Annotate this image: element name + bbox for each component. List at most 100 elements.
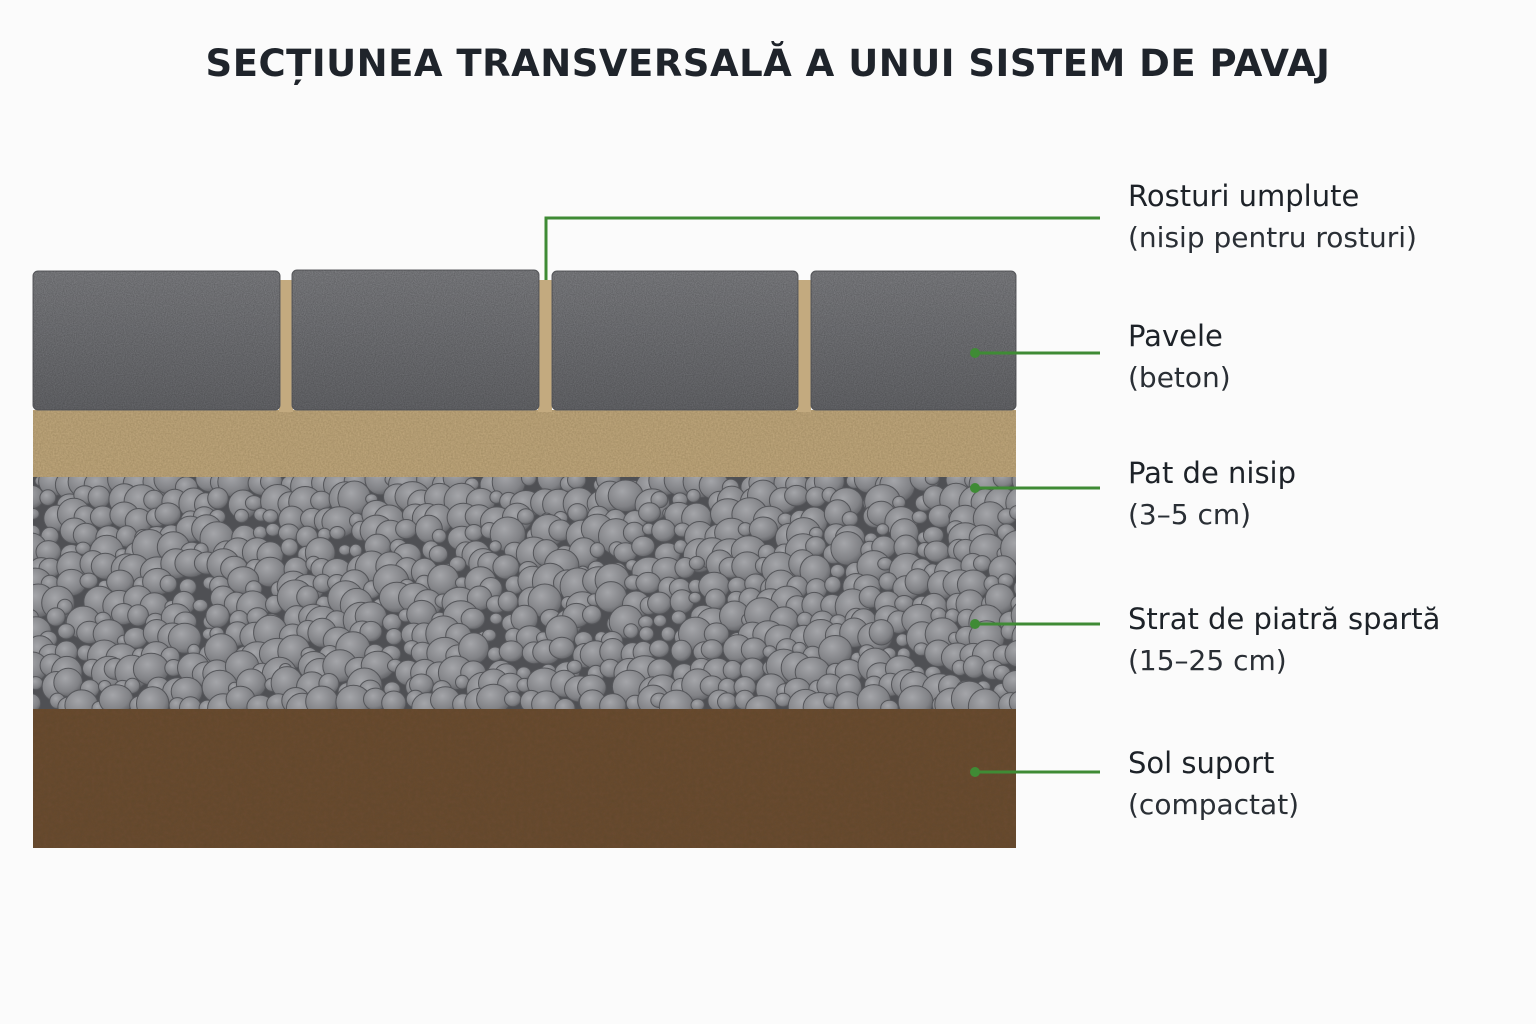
gravel-stone xyxy=(688,591,702,604)
label-pavers-title: Pavele xyxy=(1128,319,1223,353)
label-joints-detail: (nisip pentru rosturi) xyxy=(1128,221,1417,254)
gravel-stone xyxy=(33,676,44,691)
gravel-stone xyxy=(638,502,661,523)
gravel-stone xyxy=(381,690,407,709)
gravel-stone xyxy=(670,639,693,662)
gravel-layer xyxy=(33,475,1039,709)
gravel-stone xyxy=(488,540,502,553)
label-gravel-detail: (15–25 cm) xyxy=(1128,644,1287,677)
gravel-stone xyxy=(1011,475,1016,492)
gravel-stone xyxy=(554,698,576,709)
gravel-stone xyxy=(649,639,670,659)
gravel-stone xyxy=(651,518,676,543)
gravel-stone xyxy=(338,544,352,556)
gravel-stone xyxy=(631,535,656,558)
gravel-stone xyxy=(154,502,182,526)
gravel-stone xyxy=(1009,505,1016,521)
gravel-stone xyxy=(748,516,779,542)
gravel-stone xyxy=(498,640,524,663)
gravel-stone xyxy=(880,699,899,709)
gravel-stone xyxy=(1004,640,1016,668)
joint-sand xyxy=(279,280,811,412)
gravel-stone xyxy=(690,698,705,709)
gravel-stone xyxy=(700,639,724,660)
gravel-stone xyxy=(599,693,627,709)
gravel-stone xyxy=(1013,580,1016,596)
label-gravel: Strat de piatră spartă (15–25 cm) xyxy=(1128,599,1440,681)
gravel-stone xyxy=(567,503,588,523)
gravel-stone xyxy=(431,528,447,544)
leader-dot-sand-bed xyxy=(970,483,980,493)
page-title: SECȚIUNEA TRANSVERSALĂ A UNUI SISTEM DE … xyxy=(205,42,1331,85)
gravel-stone xyxy=(623,623,639,639)
label-pavers: Pavele (beton) xyxy=(1128,316,1231,398)
gravel-stone xyxy=(1002,670,1016,696)
gravel-stone xyxy=(670,610,687,625)
gravel-stone xyxy=(79,572,99,590)
gravel-stone xyxy=(205,603,230,629)
gravel-stone xyxy=(207,487,229,510)
leader-lines xyxy=(544,216,1100,777)
gravel-stone xyxy=(722,660,743,681)
gravel-stone xyxy=(489,612,503,625)
gravel-stone xyxy=(911,510,928,524)
gravel-stone xyxy=(548,636,576,660)
gravel-stone xyxy=(280,538,299,557)
gravel-stone xyxy=(192,598,209,613)
gravel-stone xyxy=(635,571,662,594)
gravel-stone xyxy=(660,626,676,642)
gravel-stone xyxy=(647,591,672,615)
gravel-stone xyxy=(87,485,111,510)
label-sand-bed-title: Pat de nisip xyxy=(1128,456,1297,490)
gravel-stone xyxy=(638,626,655,642)
gravel-stone xyxy=(1011,625,1016,649)
gravel-stone xyxy=(841,511,859,527)
soil-layer xyxy=(33,706,1016,848)
gravel-stone xyxy=(904,568,931,596)
gravel-stone xyxy=(395,519,418,540)
gravel-stone xyxy=(1010,603,1016,628)
gravel-stone xyxy=(517,508,535,525)
label-soil-detail: (compactat) xyxy=(1128,788,1300,821)
gravel-stone xyxy=(460,607,486,630)
gravel-stone xyxy=(1017,526,1039,549)
gravel-stone xyxy=(521,475,537,487)
label-joints: Rosturi umplute (nisip pentru rosturi) xyxy=(1128,176,1417,258)
gravel-stone xyxy=(262,509,279,524)
gravel-stone xyxy=(688,555,706,571)
gravel-stone xyxy=(329,526,346,540)
label-pavers-detail: (beton) xyxy=(1128,361,1231,394)
gravel-stone xyxy=(745,695,777,709)
gravel-stone xyxy=(717,692,737,709)
gravel-stone xyxy=(265,522,281,537)
gravel-stone xyxy=(1008,691,1016,709)
gravel-stone xyxy=(428,545,449,564)
leader-dot-gravel xyxy=(970,619,980,629)
gravel-stone xyxy=(566,659,583,675)
gravel-stone xyxy=(1019,559,1032,571)
label-gravel-title: Strat de piatră spartă xyxy=(1128,602,1441,636)
gravel-stone xyxy=(385,628,403,646)
gravel-stone xyxy=(504,691,522,708)
gravel-stone xyxy=(1014,667,1016,676)
gravel-stone xyxy=(33,507,40,521)
gravel-stone xyxy=(876,523,890,536)
gravel-stone xyxy=(824,575,842,594)
gravel-stone xyxy=(252,525,268,540)
sand-bed-layer xyxy=(33,410,1016,477)
gravel-stone xyxy=(589,542,606,559)
gravel-stone xyxy=(464,524,484,542)
label-sand-bed-detail: (3–5 cm) xyxy=(1128,498,1252,531)
label-joints-title: Rosturi umplute xyxy=(1128,179,1360,213)
leader-joints xyxy=(544,216,1100,280)
gravel-stone xyxy=(33,693,42,709)
gravel-stone xyxy=(784,484,809,507)
gravel-stone xyxy=(868,619,895,646)
gravel-stone xyxy=(686,488,701,503)
gravel-stone xyxy=(924,475,940,486)
gravel-stone xyxy=(653,614,667,628)
gravel-stone xyxy=(39,489,57,507)
gravel-stone xyxy=(57,623,76,640)
label-soil: Sol suport (compactat) xyxy=(1128,743,1299,825)
